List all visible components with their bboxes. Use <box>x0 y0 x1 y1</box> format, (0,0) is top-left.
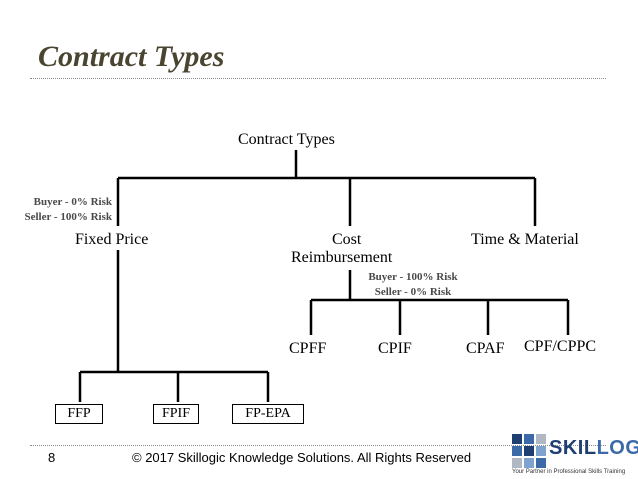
title-divider <box>30 78 606 79</box>
fixed-price-node: Fixed Price <box>75 231 149 248</box>
cpf-cppc-node: CPF/CPPC <box>524 338 597 355</box>
logo-name-part2: LOGIC <box>596 437 638 459</box>
fixed-risk-buyer: Buyer - 0% Risk <box>33 196 112 208</box>
slide-title: Contract Types <box>38 40 225 73</box>
fpif-box: FPIF <box>153 404 199 424</box>
cost-risk-buyer: Buyer - 100% Risk <box>368 271 458 283</box>
skillogic-logo: SKILLOGIC Your Partner in Professional S… <box>512 432 638 475</box>
copyright-text: © 2017 Skillogic Knowledge Solutions. Al… <box>132 450 472 465</box>
logo-tagline: Your Partner in Professional Skills Trai… <box>512 469 626 475</box>
cost-node-line2: Reimbursement <box>291 249 393 266</box>
logo-wordmark: SKILLOGIC <box>549 437 638 460</box>
fixed-risk-seller: Seller - 100% Risk <box>24 211 113 223</box>
cost-risk-seller: Seller - 0% Risk <box>374 286 452 298</box>
cpaf-node: CPAF <box>466 340 505 357</box>
fpepa-box: FP-EPA <box>232 404 304 424</box>
time-material-node: Time & Material <box>471 231 579 248</box>
footer-divider <box>30 445 606 446</box>
page-number: 8 <box>48 450 56 465</box>
logo-name-part1: SKIL <box>549 437 597 459</box>
cost-node-line1: Cost <box>332 231 362 248</box>
root-node: Contract Types <box>238 131 335 148</box>
cpff-node: CPFF <box>289 340 327 357</box>
cpif-node: CPIF <box>378 340 412 357</box>
ffp-box: FFP <box>55 404 103 424</box>
logo-mosaic-icon <box>512 434 546 468</box>
